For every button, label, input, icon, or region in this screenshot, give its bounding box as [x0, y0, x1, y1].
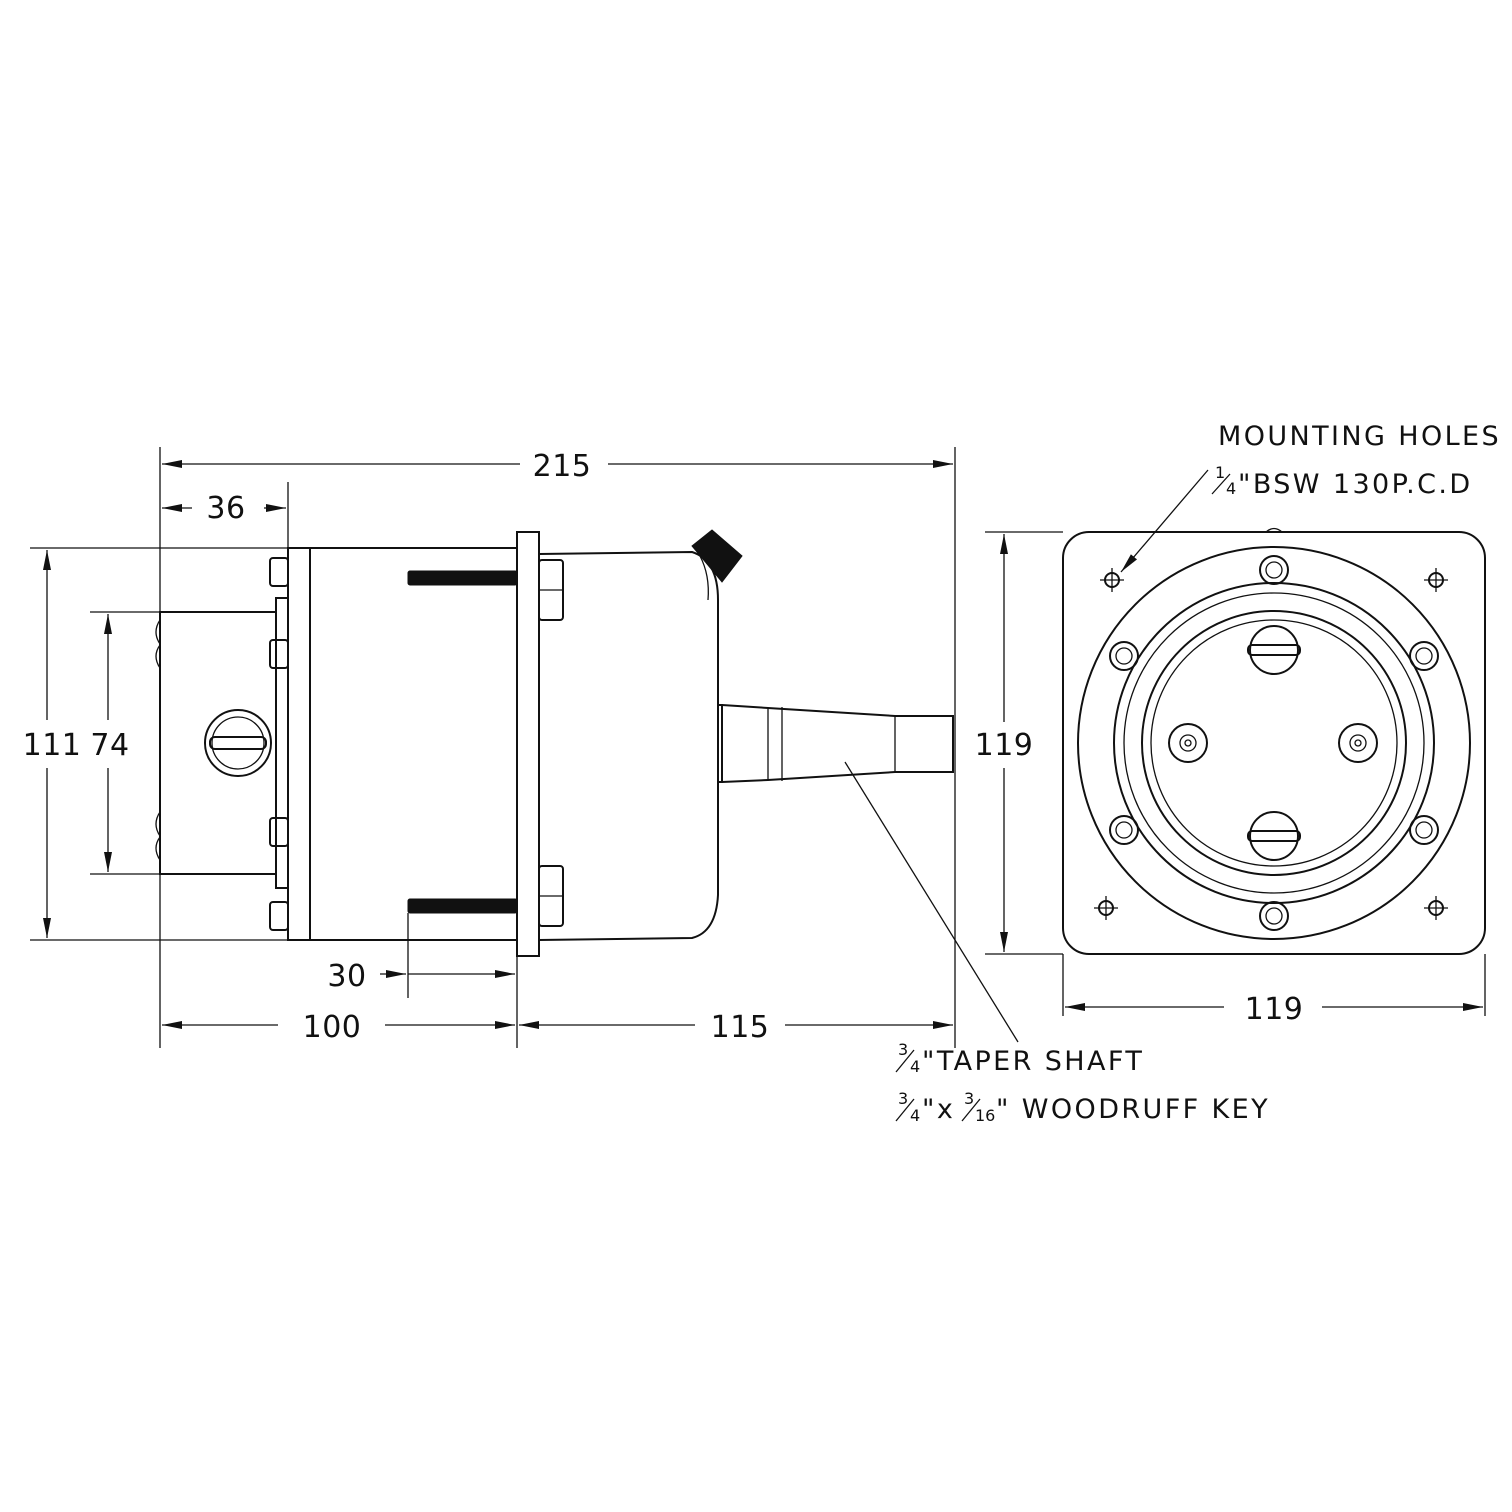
key-b-fraction-num: 3: [964, 1089, 974, 1108]
dim-shaft-length: 115: [711, 1010, 770, 1045]
key-spec: " WOODRUFF KEY: [996, 1094, 1270, 1125]
dim-overall-length: 215: [533, 449, 592, 484]
dim-flange-width: 119: [1245, 992, 1304, 1027]
main-body: [310, 547, 719, 941]
square-flange: [1062, 531, 1486, 955]
lower-stud: [407, 898, 518, 914]
rear-housing: [155, 611, 277, 875]
mounting-holes-note: MOUNTING HOLES 1 4 "BSW 130P.C.D: [1120, 421, 1501, 573]
front-view-dimensions: 119 119: [975, 531, 1486, 1027]
upper-filler-plug: [1247, 625, 1301, 675]
outer-ring: [1077, 546, 1471, 940]
key-a-fraction-num: 3: [898, 1089, 908, 1108]
ring-bolts: [1109, 555, 1439, 931]
mounting-holes-fraction-den: 4: [1226, 479, 1236, 498]
key-mid: "x: [922, 1094, 955, 1125]
filler-cap: [691, 529, 743, 583]
taper-shaft: [718, 704, 954, 783]
mounting-holes-fraction-num: 1: [1215, 463, 1225, 482]
rear-plate: [269, 547, 311, 941]
side-view: [155, 529, 954, 957]
dim-rear-housing-height: 74: [90, 728, 129, 763]
left-port: [1168, 723, 1208, 763]
shaft-fraction-num: 3: [898, 1040, 908, 1059]
dim-rear-housing-depth: 36: [206, 491, 245, 526]
side-view-dimensions: 215 36 111 74 30 100 115: [23, 447, 956, 1048]
dim-body-length: 100: [303, 1010, 362, 1045]
dim-flange-height: 119: [975, 728, 1034, 763]
key-b-fraction-den: 16: [975, 1106, 995, 1125]
mounting-flange: [516, 531, 564, 957]
dim-flange-spacing: 30: [327, 959, 366, 994]
corner-mounting-holes: [1094, 568, 1448, 920]
key-a-fraction-den: 4: [910, 1106, 920, 1125]
mounting-holes-spec: "BSW 130P.C.D: [1238, 469, 1473, 500]
shaft-fraction-den: 4: [910, 1057, 920, 1076]
front-view: [1062, 527, 1486, 955]
right-port: [1338, 723, 1378, 763]
mounting-holes-title: MOUNTING HOLES: [1218, 421, 1501, 452]
shaft-spec: "TAPER SHAFT: [922, 1046, 1144, 1077]
lower-filler-plug: [1247, 811, 1301, 861]
dim-body-height: 111: [23, 728, 82, 763]
upper-stud: [407, 570, 518, 586]
shaft-note: 3 4 "TAPER SHAFT 3 4 "x 3 16 " WOODRUFF …: [844, 761, 1270, 1125]
